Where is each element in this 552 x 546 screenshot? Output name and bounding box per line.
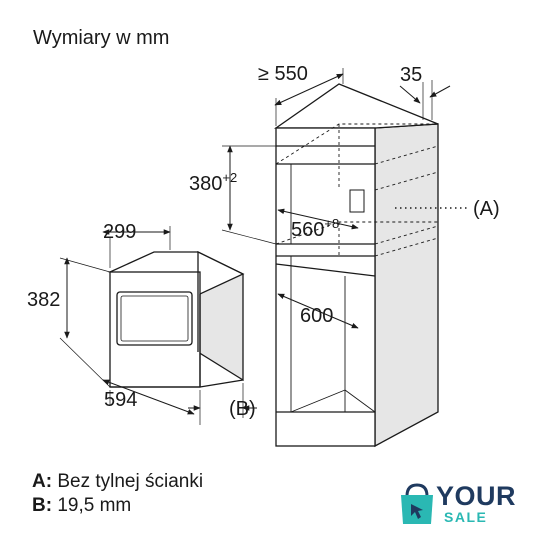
logo-word-sale: SALE [444, 509, 488, 525]
cabinet-front [275, 127, 376, 447]
oven-front [109, 271, 201, 388]
cabinet-drawing [273, 83, 439, 448]
oven-dimension-lines [59, 226, 257, 425]
label-oven-width: 594 [104, 389, 137, 411]
label-niche-width: 560+8 [291, 216, 339, 241]
cabinet-dimension-lines [221, 68, 451, 329]
legend-key-a: A: [32, 471, 53, 492]
legend-text-a: Bez tylnej ścianki [57, 471, 204, 492]
cabinet-top [273, 83, 439, 129]
label-oven-height: 382 [27, 289, 60, 311]
label-back-marker: (A) [473, 198, 500, 220]
brand-logo: YOUR SALE [398, 480, 528, 530]
label-back-gap: 35 [400, 64, 422, 86]
shopping-bag-icon [401, 483, 433, 524]
legend-key-b: B: [32, 495, 53, 516]
label-cabinet-inner: 600 [300, 305, 333, 327]
cabinet-side [374, 123, 439, 448]
label-oven-depth: 299 [103, 221, 136, 243]
niche-width-value: 560 [291, 219, 324, 241]
niche-height-tolerance: +2 [222, 170, 237, 185]
legend-row-b: B: 19,5 mm [32, 494, 131, 518]
logo-word-your: YOUR [436, 481, 517, 511]
oven-door-window [116, 291, 193, 346]
cabinet-depth-value: ≥ 550 [258, 63, 308, 85]
niche-width-tolerance: +8 [324, 216, 339, 231]
niche-height-value: 380 [189, 173, 222, 195]
legend-text-b: 19,5 mm [57, 495, 132, 516]
label-front-offset: (B) [229, 398, 256, 420]
oven-drawing [108, 250, 245, 388]
label-niche-height: 380+2 [189, 170, 237, 195]
label-cabinet-depth: ≥ 550 [258, 63, 308, 85]
legend-row-a: A: Bez tylnej ścianki [32, 470, 203, 494]
page-title: Wymiary w mm [33, 27, 170, 49]
